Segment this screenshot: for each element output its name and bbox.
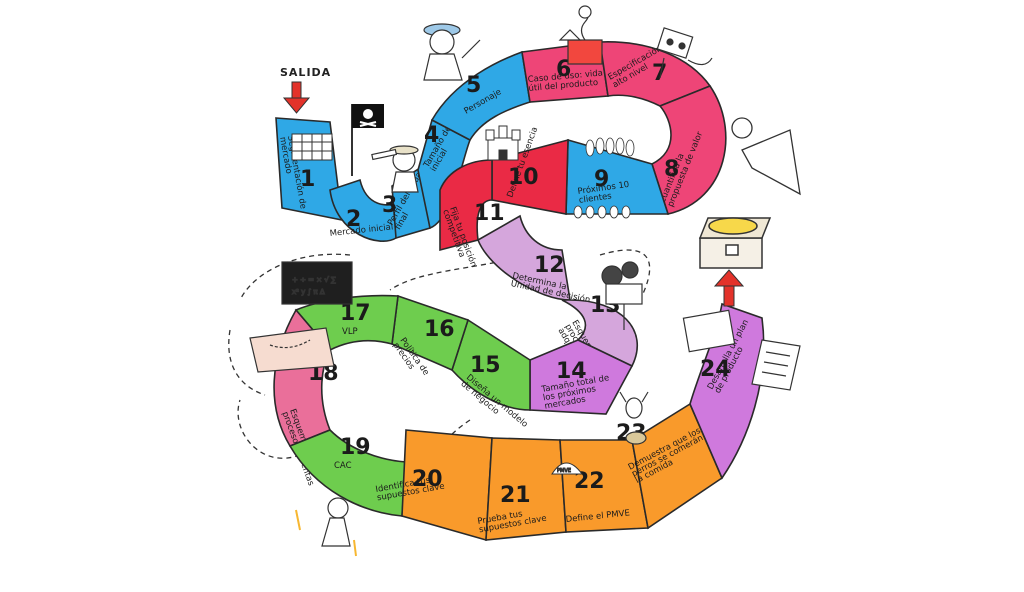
square-number: 15 [470, 353, 501, 378]
goal-arrow-icon [713, 269, 745, 307]
square-number: 12 [534, 253, 565, 278]
board-square-tile [451, 318, 531, 411]
square-number: 7 [652, 61, 667, 86]
square-number: 1 [300, 167, 315, 192]
treasure-chest-icon [698, 217, 772, 269]
square-number: 8 [664, 157, 679, 182]
svg-text:x² y ∫ π Δ: x² y ∫ π Δ [292, 288, 325, 296]
square-number: 20 [412, 467, 443, 492]
square-number: 9 [594, 167, 609, 192]
square-number: 14 [556, 359, 587, 384]
bowling-pins-icon [573, 137, 635, 219]
document-icon [682, 309, 801, 391]
board-square-tile [439, 159, 493, 252]
square-number: 19 [340, 435, 371, 460]
map-icon [249, 327, 335, 373]
projector-icon [601, 261, 643, 330]
pirate-flag-icon [351, 104, 384, 176]
rocket-man-icon [295, 497, 357, 557]
square-number: 4 [424, 123, 439, 148]
square-number: 3 [382, 193, 397, 218]
dog-icon [619, 391, 649, 445]
start-label: SALIDA [280, 66, 331, 79]
scientist-icon [423, 23, 481, 81]
start-arrow-icon [282, 81, 311, 114]
square-number: 2 [346, 207, 361, 232]
board-square-tile [651, 85, 727, 215]
square-number: 16 [424, 317, 455, 342]
jack-in-the-box-icon [558, 5, 603, 65]
igloo-icon: PMVE [551, 462, 583, 475]
robot-icon [656, 27, 713, 79]
square-number: 21 [500, 483, 531, 508]
board-square-tile [391, 294, 470, 372]
svg-text:PMVE: PMVE [557, 468, 571, 474]
square-label: VLP [342, 327, 358, 337]
start-marker: SALIDA [280, 66, 331, 114]
svg-text:+ ÷ = × √ ∑: + ÷ = × √ ∑ [292, 276, 336, 284]
explorer-telescope-icon [371, 145, 419, 193]
square-number: 11 [474, 201, 505, 226]
megaphone-icon [731, 117, 801, 196]
castle-icon [485, 125, 521, 161]
square-number: 5 [466, 73, 481, 98]
square-number: 10 [508, 165, 539, 190]
calendar-icon [291, 133, 333, 161]
square-number: 24 [700, 357, 731, 382]
square-label: CAC [334, 461, 352, 471]
board-square-tile [689, 302, 765, 480]
square-number: 17 [340, 301, 371, 326]
chalkboard-icon: + ÷ = × √ ∑ x² y ∫ π Δ [281, 261, 353, 305]
